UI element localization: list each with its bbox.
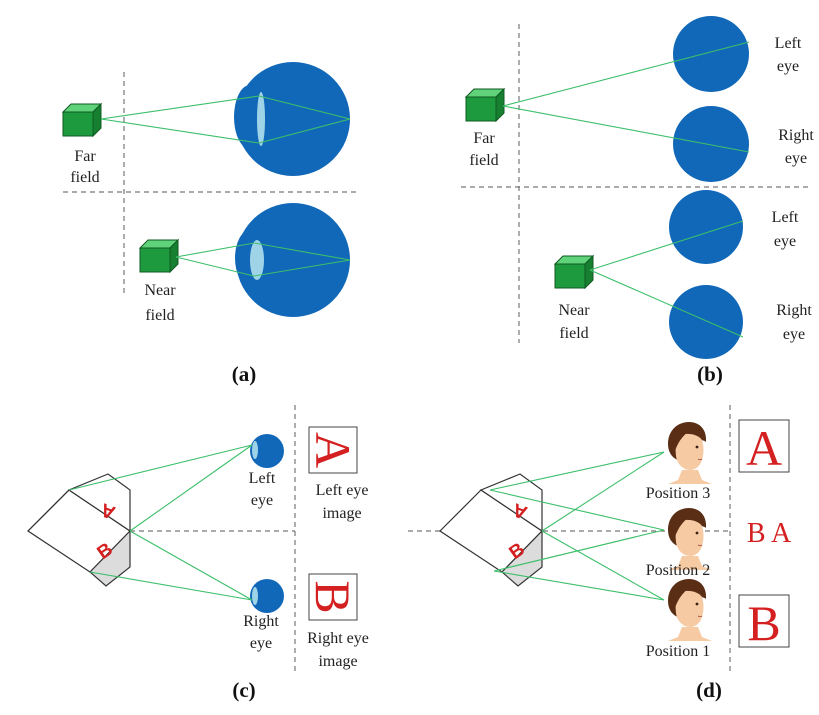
far-box-icon xyxy=(465,88,505,122)
cube-icon: A B xyxy=(439,473,543,587)
left-image-letter: A xyxy=(305,432,361,468)
left-eye-label-2: eye xyxy=(251,492,273,509)
caption-d: (d) xyxy=(696,678,722,702)
right-eye-label-2: eye xyxy=(785,150,807,167)
far-right-eye-icon xyxy=(673,106,749,182)
panel-a: Far field Near field (a) xyxy=(62,62,360,386)
left-eye-icon xyxy=(250,434,284,468)
near-left-eye-icon xyxy=(669,190,743,264)
head-icon-position-2 xyxy=(667,507,713,571)
far-rays xyxy=(100,95,351,144)
right-eye-label-1: Right xyxy=(243,613,279,630)
image-box-position-3 xyxy=(738,419,790,473)
left-eye-label-1: Left xyxy=(772,209,799,226)
near-box-icon xyxy=(554,255,594,289)
left-image-label-2: image xyxy=(322,505,361,522)
near-field-label-1: Near xyxy=(558,302,590,319)
left-image-label-1: Left eye xyxy=(316,482,369,499)
position-3-label: Position 3 xyxy=(646,485,710,502)
far-eye-icon xyxy=(234,62,350,176)
near-eye-icon xyxy=(235,203,350,317)
right-eye-label-2: eye xyxy=(783,326,805,343)
head-icon-position-3 xyxy=(667,421,713,485)
image-letters-position-2: B A xyxy=(747,518,792,549)
right-eye-label-1: Right xyxy=(776,302,812,319)
panel-c: A B Left eye Right eye A Left eye image … xyxy=(27,405,369,702)
image-letter-position-3: A xyxy=(746,420,782,476)
left-eye-label-2: eye xyxy=(774,233,796,250)
position-1-label: Position 1 xyxy=(646,643,710,660)
far-box-icon xyxy=(62,103,102,137)
panel-b: Far field Left eye Right eye Near field … xyxy=(461,16,814,386)
head-icon-position-1 xyxy=(667,578,713,642)
right-image-letter: B xyxy=(305,580,361,613)
left-eye-label-1: Left xyxy=(775,35,802,52)
near-right-eye-icon xyxy=(669,285,743,359)
panel-d: A B Position 3 Position 2 Position 1 A B… xyxy=(408,405,792,702)
image-box-position-1 xyxy=(738,594,790,648)
far-left-eye-icon xyxy=(673,16,749,92)
caption-a: (a) xyxy=(232,362,257,386)
right-image-box xyxy=(308,573,358,621)
image-letter-position-1: B xyxy=(747,595,780,651)
cube-icon: A B xyxy=(27,473,131,587)
near-field-label-1: Near xyxy=(144,282,176,299)
left-eye-label-2: eye xyxy=(777,58,799,75)
near-field-label-2: field xyxy=(559,325,588,342)
far-field-label-2: field xyxy=(469,152,498,169)
far-field-label-1: Far xyxy=(473,130,495,147)
right-image-label-1: Right eye xyxy=(307,630,369,647)
right-eye-label-1: Right xyxy=(778,127,814,144)
right-eye-icon xyxy=(250,579,284,613)
far-field-label-2: field xyxy=(70,169,99,186)
near-field-label-2: field xyxy=(145,307,174,324)
position-2-label: Position 2 xyxy=(646,562,710,579)
left-image-box xyxy=(308,426,358,474)
viewing-rays xyxy=(489,451,665,601)
right-image-label-2: image xyxy=(318,653,357,670)
far-field-label-1: Far xyxy=(74,148,96,165)
caption-c: (c) xyxy=(232,678,255,702)
caption-b: (b) xyxy=(697,362,723,386)
right-eye-label-2: eye xyxy=(250,635,272,652)
left-eye-label-1: Left xyxy=(249,470,276,487)
near-box-icon xyxy=(139,239,179,273)
near-rays xyxy=(175,242,351,277)
